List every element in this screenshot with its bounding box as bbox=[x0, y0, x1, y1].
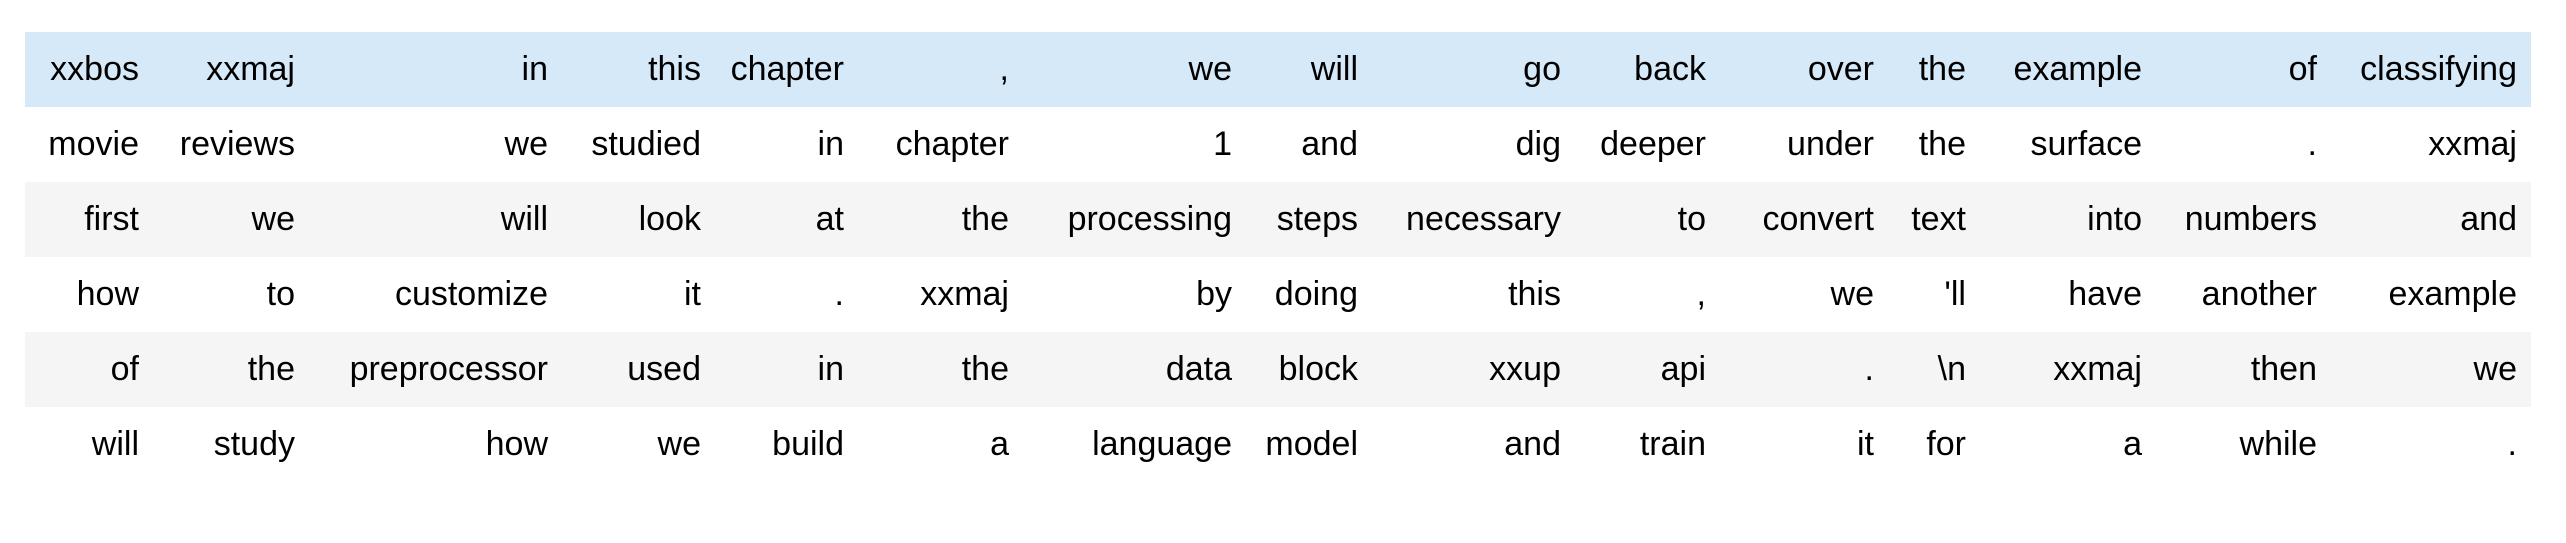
table-row: how to customize it. xxmaj by doing this, we 'll h… bbox=[25, 257, 2531, 332]
token-cell: by bbox=[1196, 275, 1232, 313]
token-cell: we bbox=[1830, 275, 1874, 313]
token-cell: chapter bbox=[895, 125, 1009, 163]
token-cell: another bbox=[2201, 275, 2317, 313]
token-cell: at bbox=[815, 200, 844, 238]
token-cell: the bbox=[1918, 50, 1966, 88]
token-cell: will bbox=[91, 425, 139, 463]
token-cell: data bbox=[1165, 350, 1232, 388]
token-cell: preprocessor bbox=[349, 350, 548, 388]
token-cell: in bbox=[817, 350, 844, 388]
token-cell: . bbox=[1864, 350, 1874, 388]
token-cell: we bbox=[504, 125, 548, 163]
token-cell: deeper bbox=[1600, 125, 1706, 163]
token-cell: how bbox=[485, 425, 548, 463]
token-cell: it bbox=[1857, 425, 1874, 463]
token-cell: chapter bbox=[730, 50, 844, 88]
token-cell: in bbox=[521, 50, 548, 88]
token-cell: and bbox=[2460, 200, 2517, 238]
token-cell: xxmaj bbox=[2428, 125, 2517, 163]
table-row: first we will look at the processing steps neces… bbox=[25, 182, 2531, 257]
token-cell: text bbox=[1911, 200, 1966, 238]
token-cell: of bbox=[110, 350, 139, 388]
token-cell: then bbox=[2250, 350, 2317, 388]
table-row: of the preprocessor used in the data block xxup a… bbox=[25, 332, 2531, 407]
token-cell: we bbox=[2473, 350, 2517, 388]
token-cell: a bbox=[2123, 425, 2142, 463]
token-cell: movie bbox=[48, 125, 139, 163]
token-cell: surface bbox=[2030, 125, 2143, 163]
token-cell: customize bbox=[394, 275, 548, 313]
token-cell: studied bbox=[591, 125, 701, 163]
token-cell: , bbox=[1696, 275, 1706, 313]
token-cell: xxmaj bbox=[206, 50, 295, 88]
token-cell: back bbox=[1634, 50, 1706, 88]
token-cell: we bbox=[251, 200, 295, 238]
token-cell: we bbox=[1188, 50, 1232, 88]
token-cell: processing bbox=[1067, 200, 1232, 238]
token-cell: go bbox=[1523, 50, 1561, 88]
token-cell: reviews bbox=[179, 125, 295, 163]
token-cell: train bbox=[1639, 425, 1706, 463]
token-cell: . bbox=[2307, 125, 2317, 163]
token-cell: the bbox=[961, 200, 1009, 238]
token-cell: example bbox=[2388, 275, 2517, 313]
token-cell: to bbox=[1677, 200, 1706, 238]
token-cell: block bbox=[1278, 350, 1358, 388]
token-cell: xxmaj bbox=[2053, 350, 2142, 388]
token-cell: under bbox=[1787, 125, 1874, 163]
token-cell: and bbox=[1504, 425, 1561, 463]
token-cell: first bbox=[84, 200, 139, 238]
token-cell: 'll bbox=[1944, 275, 1966, 313]
token-cell: the bbox=[247, 350, 295, 388]
token-cell: look bbox=[638, 200, 701, 238]
table-row: movie reviews we studied in chapter 1 and dig dee… bbox=[25, 107, 2531, 182]
token-cell: for bbox=[1926, 425, 1966, 463]
token-cell: . bbox=[834, 275, 844, 313]
token-cell: api bbox=[1660, 350, 1706, 388]
token-cell: this bbox=[648, 50, 701, 88]
token-table-body: xxbos xxmaj in this chapter, we will go back over… bbox=[25, 32, 2531, 482]
token-table: xxbos xxmaj in this chapter, we will go back over… bbox=[25, 32, 2531, 482]
token-cell: the bbox=[961, 350, 1009, 388]
token-cell: while bbox=[2239, 425, 2317, 463]
token-cell: into bbox=[2087, 200, 2142, 238]
token-cell: study bbox=[213, 425, 295, 463]
token-cell: xxmaj bbox=[920, 275, 1009, 313]
token-cell: and bbox=[1301, 125, 1358, 163]
token-cell: have bbox=[2068, 275, 2142, 313]
token-cell: in bbox=[817, 125, 844, 163]
token-cell: 1 bbox=[1213, 125, 1232, 163]
token-cell: classifying bbox=[2360, 50, 2517, 88]
token-cell: dig bbox=[1515, 125, 1561, 163]
token-cell: will bbox=[1310, 50, 1358, 88]
token-cell: xxup bbox=[1489, 350, 1561, 388]
token-cell: , bbox=[999, 50, 1009, 88]
token-cell: language bbox=[1092, 425, 1232, 463]
token-cell: steps bbox=[1276, 200, 1358, 238]
token-cell: model bbox=[1265, 425, 1358, 463]
token-cell: the bbox=[1918, 125, 1966, 163]
token-cell: this bbox=[1508, 275, 1561, 313]
table-row: will study how we build a language model and trai… bbox=[25, 407, 2531, 482]
token-cell: build bbox=[772, 425, 844, 463]
token-cell: xxbos bbox=[50, 50, 139, 88]
token-cell: it bbox=[684, 275, 701, 313]
token-cell: numbers bbox=[2184, 200, 2317, 238]
token-cell: doing bbox=[1274, 275, 1358, 313]
token-cell: convert bbox=[1762, 200, 1875, 238]
token-cell: of bbox=[2288, 50, 2317, 88]
token-cell: . bbox=[2507, 425, 2517, 463]
table-row: xxbos xxmaj in this chapter, we will go back over… bbox=[25, 32, 2531, 107]
token-cell: how bbox=[76, 275, 139, 313]
notebook-output-area: xxbos xxmaj in this chapter, we will go back over… bbox=[25, 32, 2531, 482]
token-cell: necessary bbox=[1406, 200, 1561, 238]
token-cell: example bbox=[2013, 50, 2142, 88]
token-cell: to bbox=[266, 275, 295, 313]
token-cell: used bbox=[627, 350, 701, 388]
token-cell: we bbox=[657, 425, 701, 463]
token-cell: \n bbox=[1937, 350, 1966, 388]
token-cell: over bbox=[1807, 50, 1874, 88]
token-cell: a bbox=[990, 425, 1009, 463]
token-cell: will bbox=[500, 200, 548, 238]
